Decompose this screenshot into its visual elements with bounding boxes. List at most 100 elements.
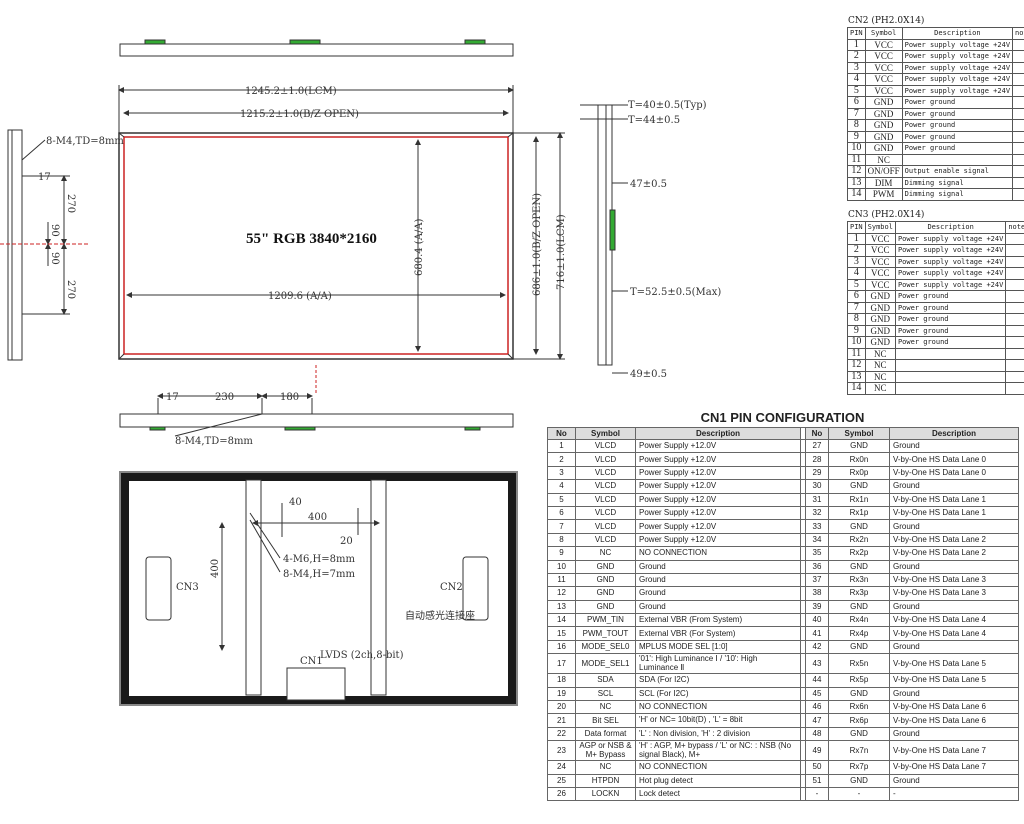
pin-number: 47 [805,713,829,728]
pin-number: 41 [805,626,829,641]
back-m6-label: 4-M6,H=8mm [283,554,355,565]
pin-description: External VBR (From System) [635,613,801,628]
pin-note [1005,267,1024,280]
pin-description: Ground [635,599,801,615]
pin-description: V-by-One HS Data Lane 2 [889,546,1019,561]
pin-note [1005,301,1024,314]
pin-description [894,370,1007,383]
pin-description: Lock detect [635,786,801,802]
pin-symbol: - [828,786,890,802]
pin-symbol: VCC [864,244,896,257]
pin-number: 27 [805,438,829,454]
pin-description: Power ground [901,142,1014,155]
pin-number: 30 [805,479,829,494]
pin-description [901,153,1014,166]
dim-aa-height: 680.4 (A/A) [414,218,425,276]
pin-symbol: Rx6n [828,700,890,715]
pin-description [894,382,1007,395]
cn3-header-cell: note [1005,221,1024,234]
pin-symbol: NC [864,370,896,383]
pin-note [1012,176,1024,189]
pin-number: 34 [805,532,829,548]
pin-note [1012,107,1024,120]
pin-description: Power supply voltage +24V [901,50,1014,63]
pin-description: Power ground [901,96,1014,109]
dim-aa-width: 1209.6 (A/A) [268,291,332,302]
pin-description: Power ground [901,130,1014,143]
pin-number: 10 [847,336,866,349]
back-dim-40: 40 [289,497,302,508]
pin-note [1005,347,1024,360]
pin-description: Power ground [901,119,1014,132]
bottom-screw-label: 8-M4,TD=8mm [175,436,253,447]
bottom-dim-230: 230 [215,392,234,403]
pin-symbol: VCC [864,84,903,97]
pin-symbol: GND [575,586,636,601]
pin-description: V-by-One HS Data Lane 4 [889,626,1019,641]
left-screw-label: 8-M4,TD=8mm [46,136,124,147]
left-dim-270a: 270 [65,194,76,213]
pin-description: Power ground [901,107,1014,120]
pin-description: V-by-One HS Data Lane 4 [889,613,1019,628]
pin-description: Hot plug detect [635,773,801,788]
cn1-title: CN1 PIN CONFIGURATION [700,410,865,425]
pin-symbol: Bit SEL [575,713,636,728]
pin-note [1012,119,1024,132]
pin-description: Power supply voltage +24V [894,255,1007,268]
left-dim-270b: 270 [65,280,76,299]
pin-symbol: GND [828,479,890,494]
pin-description: Power Supply +12.0V [635,505,801,521]
back-view [119,471,518,706]
pin-number: 11 [847,347,866,360]
pin-symbol: Rx3n [828,572,890,588]
pin-symbol: GND [864,324,896,337]
pin-symbol: NC [864,382,896,395]
pin-symbol: HTPDN [575,773,636,788]
pin-number: 43 [805,653,829,675]
pin-symbol: GND [828,519,890,534]
back-dim-400v: 400 [210,559,221,578]
pin-note [1005,313,1024,326]
pin-symbol: GND [575,559,636,574]
pin-symbol: GND [828,773,890,788]
pin-symbol: Rx1n [828,492,890,507]
pin-symbol: GND [864,107,903,120]
pin-description: Ground [889,479,1019,494]
pin-symbol: GND [864,96,903,109]
pin-number: 37 [805,572,829,588]
pin-symbol: VLCD [575,532,636,548]
pin-symbol: MODE_SEL0 [575,639,636,655]
pin-symbol: GND [864,290,896,303]
pin-note [1005,290,1024,303]
pin-description: Power supply voltage +24V [894,244,1007,257]
pin-note [1012,188,1024,201]
pin-note [1012,61,1024,74]
pin-symbol: NC [864,347,896,360]
left-dim-17: 17 [38,172,51,183]
pin-description: SDA (For I2C) [635,673,801,688]
pin-symbol: GND [864,313,896,326]
pin-note [1005,232,1024,245]
left-dim-90a: 90 [49,224,60,237]
cn2-title: CN2 (PH2.0X14) [848,16,925,26]
pin-number: 50 [805,760,829,775]
pin-symbol: Rx7n [828,740,890,762]
